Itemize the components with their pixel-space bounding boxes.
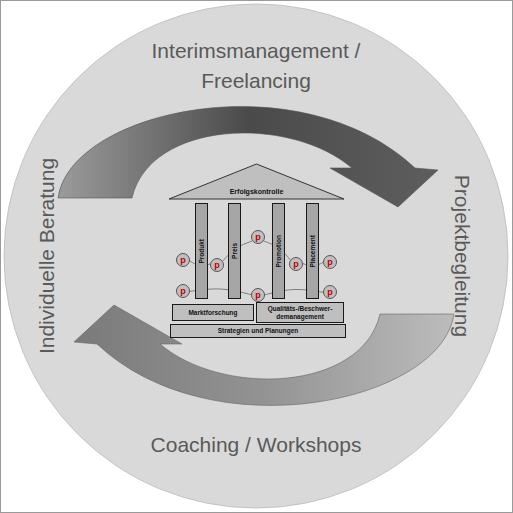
circle-shape bbox=[177, 254, 190, 267]
p-circle: p bbox=[323, 285, 337, 299]
circle-shape bbox=[177, 285, 190, 298]
node-text: Produkt bbox=[198, 239, 205, 264]
foundation-box: Qualitäts-/Beschwer- demanagement bbox=[256, 302, 344, 323]
roof-shape: Erfolgskontrolle bbox=[168, 163, 345, 200]
node-text: Qualitäts-/Beschwer- demanagement bbox=[259, 305, 341, 319]
service-label: Individuelle Beratung bbox=[32, 158, 62, 354]
node-text: Marktforschung bbox=[188, 309, 237, 316]
p-circle: p bbox=[251, 230, 265, 244]
p-letter: p bbox=[327, 258, 333, 267]
pillar-box: Produkt bbox=[195, 203, 208, 299]
service-label: Coaching / Workshops bbox=[151, 430, 362, 460]
cycle-arrow bbox=[58, 107, 438, 207]
circle-shape bbox=[252, 289, 265, 302]
circle-shape bbox=[252, 231, 265, 244]
node-text: Placement bbox=[309, 235, 316, 268]
node-text: Strategien und Planungen bbox=[218, 327, 299, 334]
node-text: Preis bbox=[231, 243, 238, 259]
circle-shape bbox=[211, 259, 224, 272]
p-letter: p bbox=[214, 261, 220, 270]
p-circle: p bbox=[289, 257, 303, 271]
roof-triangle bbox=[169, 164, 344, 199]
p-letter: p bbox=[180, 287, 186, 296]
foundation-box: Strategien und Planungen bbox=[170, 324, 346, 338]
p-letter: p bbox=[180, 256, 186, 265]
pillar-box: Preis bbox=[228, 203, 241, 299]
p-circle: p bbox=[210, 258, 224, 272]
circle-shape bbox=[324, 286, 337, 299]
pillar-box: Promotion bbox=[272, 203, 285, 299]
p-circle: p bbox=[176, 253, 190, 267]
pillar-box: Placement bbox=[306, 203, 319, 299]
p-circle: p bbox=[251, 288, 265, 302]
p-circle: p bbox=[323, 255, 337, 269]
p-letter: p bbox=[293, 260, 299, 269]
outer-circle bbox=[4, 4, 508, 508]
circle-shape bbox=[290, 258, 303, 271]
node-text: Promotion bbox=[275, 235, 282, 268]
service-label: Projektbegleitung bbox=[447, 175, 477, 337]
circle-shape bbox=[324, 256, 337, 269]
foundation-box: Marktforschung bbox=[172, 304, 254, 321]
node-text: Erfolgskontrolle bbox=[230, 188, 284, 196]
p-letter: p bbox=[327, 288, 333, 297]
p-letter: p bbox=[255, 233, 261, 242]
p-letter: p bbox=[255, 291, 261, 300]
service-label: Interimsmanagement / Freelancing bbox=[126, 36, 386, 96]
p-circle: p bbox=[176, 284, 190, 298]
